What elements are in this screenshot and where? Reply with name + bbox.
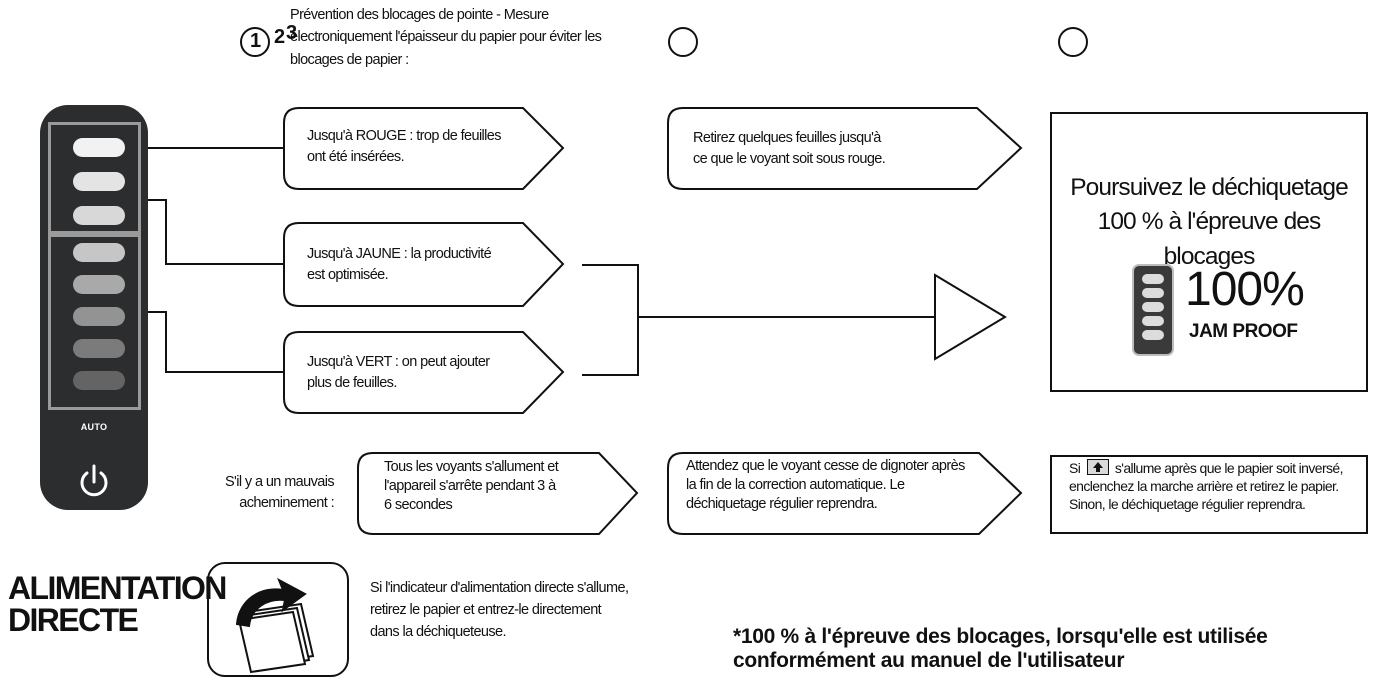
misfeed-label: S'il y a un mauvais acheminement : bbox=[188, 472, 335, 514]
jam-proof-percent: 100% bbox=[1185, 263, 1305, 316]
jp-led bbox=[1142, 302, 1164, 312]
connector-bracket bbox=[582, 264, 639, 376]
led-green-4 bbox=[73, 339, 125, 358]
callout-line: Si s'allume après que le papier soit inv… bbox=[1069, 459, 1344, 477]
intro-text: Prévention des blocages de pointe - Mesu… bbox=[290, 4, 602, 71]
callout-misfeed-2-shape bbox=[667, 452, 1023, 535]
callout-red-shape bbox=[283, 107, 565, 190]
result-title: Poursuivez le déchiquetage 100 % à l'épr… bbox=[1052, 171, 1366, 274]
step-number-3: 3 bbox=[286, 22, 298, 44]
jam-proof-label: JAM PROOF bbox=[1189, 321, 1298, 342]
misfeed-result-text: Si s'allume après que le papier soit inv… bbox=[1069, 459, 1344, 514]
direct-feed-line: retirez le papier et entrez-le directeme… bbox=[370, 601, 602, 618]
result-title-line: Poursuivez le déchiquetage bbox=[1070, 174, 1349, 201]
intro-line: électroniquement l'épaisseur du papier p… bbox=[290, 29, 602, 46]
callout-line: Jusqu'à VERT : on peut ajouter bbox=[307, 354, 490, 370]
direct-feed-title-line: ALIMENTATION bbox=[8, 570, 227, 606]
jp-led bbox=[1142, 330, 1164, 340]
reverse-icon bbox=[1086, 459, 1109, 475]
jp-led bbox=[1142, 288, 1164, 298]
callout-red-text: Jusqu'à ROUGE : trop de feuilles ont été… bbox=[307, 126, 502, 168]
paper-feed-icon bbox=[235, 577, 315, 674]
shredder-control-panel: AUTO bbox=[40, 105, 148, 510]
callout-line: enclenchez la marche arrière et retirez … bbox=[1069, 478, 1339, 495]
callout-green-shape bbox=[283, 331, 565, 414]
callout-line: s'allume après que le papier soit invers… bbox=[1114, 460, 1344, 476]
callout-action-red-text: Retirez quelques feuilles jusqu'à ce que… bbox=[693, 128, 886, 170]
callout-line: ce que le voyant soit sous rouge. bbox=[693, 151, 886, 168]
callout-line: ont été insérées. bbox=[307, 149, 405, 166]
callout-line: est optimisée. bbox=[307, 267, 389, 284]
callout-yellow-shape bbox=[283, 222, 565, 307]
direct-feed-text: Si l'indicateur d'alimentation directe s… bbox=[370, 578, 629, 643]
direct-feed-icon bbox=[207, 562, 349, 677]
jam-proof-panel-icon bbox=[1132, 264, 1174, 356]
misfeed-result-box: Si s'allume après que le papier soit inv… bbox=[1050, 455, 1368, 534]
connector-yellow bbox=[148, 199, 283, 265]
misfeed-label-line: S'il y a un mauvais bbox=[224, 474, 335, 490]
callout-yellow-text: Jusqu'à JAUNE : la productivité est opti… bbox=[307, 244, 492, 286]
callout-line: Jusqu'à JAUNE : la productivité bbox=[307, 246, 492, 262]
led-green-1 bbox=[73, 243, 125, 262]
callout-line: 6 secondes bbox=[384, 497, 453, 514]
jp-led bbox=[1142, 316, 1164, 326]
direct-feed-title-line: DIRECTE bbox=[8, 602, 139, 638]
callout-line: plus de feuilles. bbox=[307, 375, 397, 392]
auto-label: AUTO bbox=[80, 422, 108, 432]
callout-misfeed-2-text: Attendez que le voyant cesse de dignoter… bbox=[686, 457, 965, 514]
step-circle-3 bbox=[1058, 27, 1088, 57]
led-green-5 bbox=[73, 371, 125, 390]
led-red bbox=[73, 138, 125, 157]
direct-feed-title: ALIMENTATION DIRECTE bbox=[8, 570, 227, 638]
intro-line: Prévention des blocages de pointe - Mesu… bbox=[290, 7, 549, 23]
jp-led bbox=[1142, 274, 1164, 284]
step-circle-1 bbox=[240, 27, 270, 57]
power-icon bbox=[80, 464, 108, 497]
big-arrow-icon bbox=[934, 273, 1007, 361]
callout-line: la fin de la correction automatique. Le bbox=[686, 477, 905, 494]
footnote: *100 % à l'épreuve des blocages, lorsqu'… bbox=[733, 625, 1268, 673]
intro-line: blocages de papier : bbox=[290, 51, 409, 68]
misfeed-result-prefix: Si bbox=[1069, 460, 1081, 476]
step-circle-2 bbox=[668, 27, 698, 57]
footnote-line: *100 % à l'épreuve des blocages, lorsqu'… bbox=[733, 625, 1268, 648]
callout-green-text: Jusqu'à VERT : on peut ajouter plus de f… bbox=[307, 352, 490, 394]
result-title-line: 100 % à l'épreuve des blocages bbox=[1097, 208, 1322, 270]
connector-green bbox=[148, 311, 283, 373]
callout-line: Sinon, le déchiquetage régulier reprendr… bbox=[1069, 496, 1306, 513]
misfeed-label-line: acheminement : bbox=[239, 495, 334, 512]
callout-action-red-shape bbox=[667, 107, 1023, 190]
callout-line: Jusqu'à ROUGE : trop de feuilles bbox=[307, 128, 502, 144]
led-group-red bbox=[48, 122, 141, 234]
footnote-line: conformément au manuel de l'utilisateur bbox=[733, 649, 1125, 673]
callout-line: Retirez quelques feuilles jusqu'à bbox=[693, 130, 881, 146]
direct-feed-line: Si l'indicateur d'alimentation directe s… bbox=[370, 580, 629, 596]
callout-line: Attendez que le voyant cesse de dignoter… bbox=[686, 458, 965, 474]
led-yellow bbox=[73, 206, 125, 225]
led-red-2 bbox=[73, 172, 125, 191]
direct-feed-line: dans la déchiqueteuse. bbox=[370, 623, 507, 640]
step-number-2: 2 bbox=[274, 26, 286, 48]
led-green-2 bbox=[73, 275, 125, 294]
callout-misfeed-1-shape bbox=[357, 452, 639, 535]
callout-line: déchiquetage régulier reprendra. bbox=[686, 496, 878, 513]
callout-line: Tous les voyants s'allument et bbox=[384, 459, 559, 475]
callout-misfeed-1-text: Tous les voyants s'allument et l'apparei… bbox=[384, 458, 559, 515]
step-number-1: 1 bbox=[250, 30, 262, 52]
led-green-3 bbox=[73, 307, 125, 326]
callout-line: l'appareil s'arrête pendant 3 à bbox=[384, 478, 556, 495]
led-group-green bbox=[48, 234, 141, 410]
result-box: Poursuivez le déchiquetage 100 % à l'épr… bbox=[1050, 112, 1368, 392]
